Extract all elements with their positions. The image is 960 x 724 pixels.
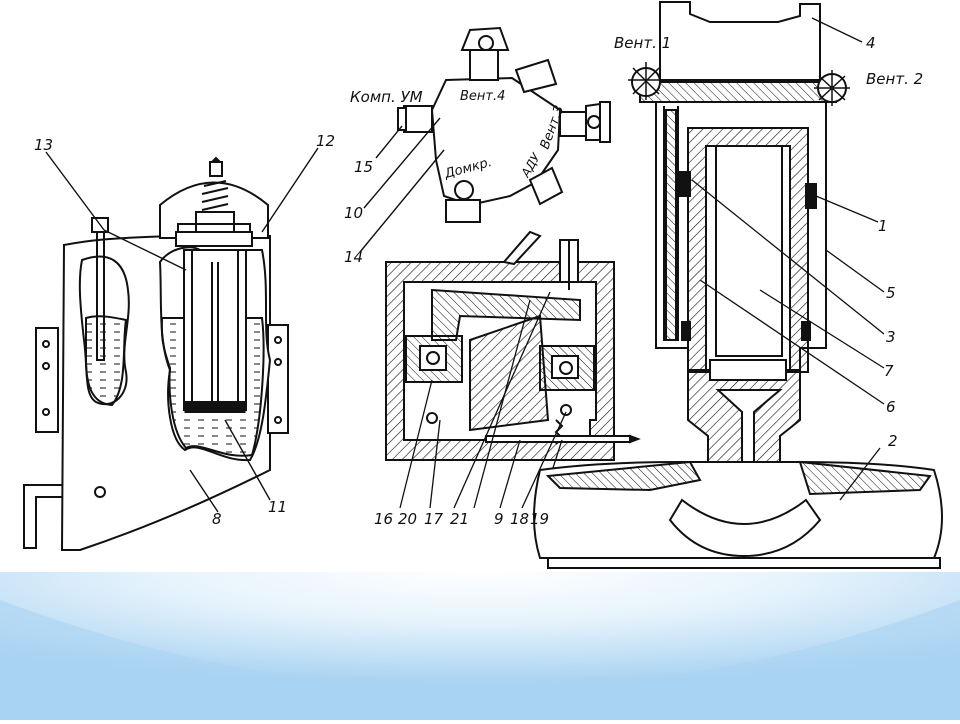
callout-20: 20 bbox=[398, 510, 417, 528]
section-leaders bbox=[399, 291, 567, 509]
callout-3: 3 bbox=[886, 328, 896, 346]
callout-14: 14 bbox=[344, 248, 363, 266]
callout-6: 6 bbox=[886, 398, 896, 416]
callout-4: 4 bbox=[866, 34, 876, 52]
valve-leaders bbox=[359, 117, 445, 253]
callout-21: 21 bbox=[450, 510, 469, 528]
callout-17: 17 bbox=[424, 510, 444, 528]
footer-band bbox=[0, 572, 960, 720]
callout-15: 15 bbox=[354, 158, 373, 176]
label-vent2: Вент. 2 bbox=[866, 70, 923, 88]
callout-11: 11 bbox=[268, 498, 287, 516]
left-leaders bbox=[45, 147, 319, 513]
callout-19: 19 bbox=[530, 510, 549, 528]
callout-2: 2 bbox=[888, 432, 898, 450]
left-assembly bbox=[23, 156, 289, 551]
callout-8: 8 bbox=[212, 510, 222, 528]
right-leaders bbox=[691, 17, 885, 501]
label-komp-um: Комп. УМ bbox=[350, 88, 423, 106]
callout-12: 12 bbox=[316, 132, 335, 150]
callout-numbers: 1 2 3 4 5 6 7 8 9 10 11 12 13 14 15 16 1… bbox=[34, 34, 898, 528]
right-assembly bbox=[533, 1, 943, 569]
callout-9: 9 bbox=[494, 510, 504, 528]
callout-5: 5 bbox=[886, 284, 896, 302]
callout-18: 18 bbox=[510, 510, 529, 528]
callout-7: 7 bbox=[884, 362, 894, 380]
callout-13: 13 bbox=[34, 136, 53, 154]
label-vent4: Вент.4 bbox=[460, 89, 505, 104]
label-vent1: Вент. 1 bbox=[614, 34, 671, 52]
valve-block bbox=[397, 26, 611, 223]
callout-1: 1 bbox=[878, 217, 888, 235]
section-view bbox=[385, 230, 641, 461]
callout-16: 16 bbox=[374, 510, 393, 528]
callout-10: 10 bbox=[344, 204, 363, 222]
